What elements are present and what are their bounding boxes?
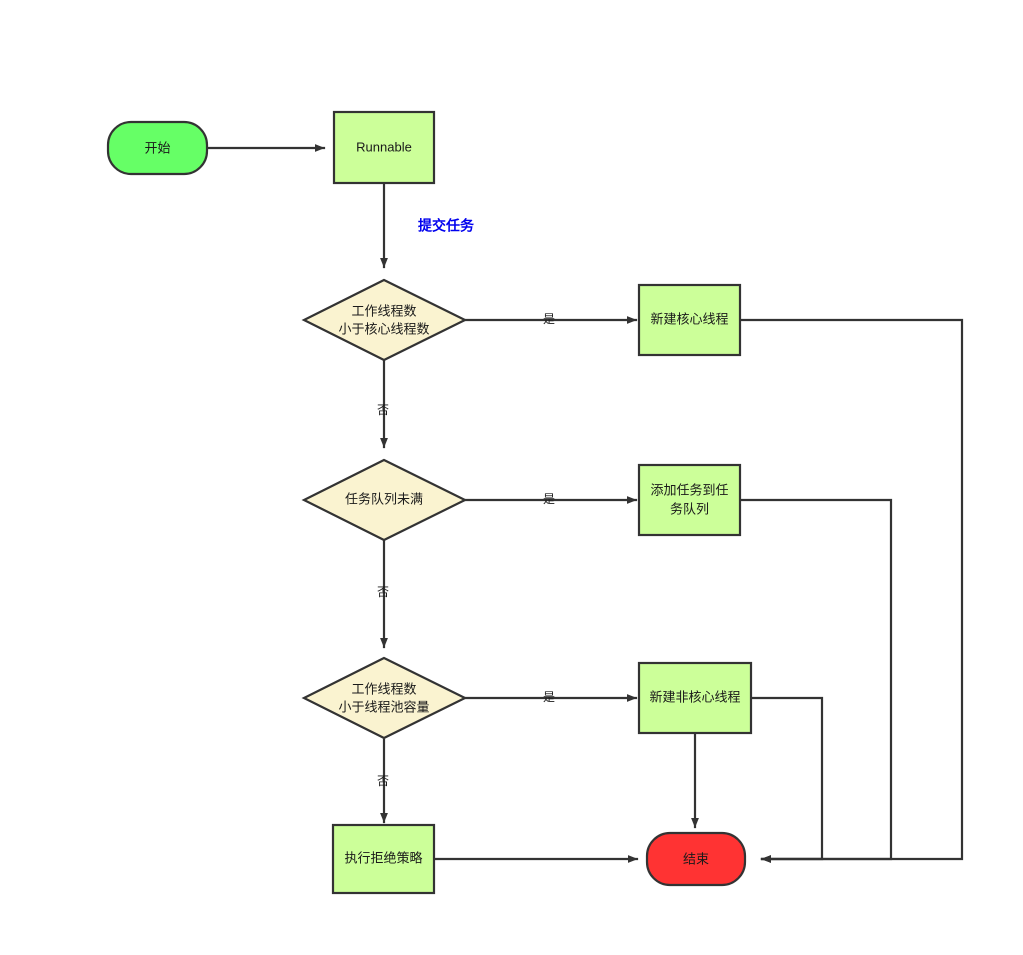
edge-core-to-end-loop <box>738 318 964 863</box>
node-end[interactable]: 结束 <box>645 831 747 887</box>
node-decision-core[interactable]: 工作线程数 小于核心线程数 <box>301 278 468 362</box>
edge-noncore-to-end-loop <box>749 696 824 863</box>
start-label: 开始 <box>144 140 170 155</box>
edge-queue-to-end-loop <box>738 498 893 863</box>
decision-pool-label-line2: 小于线程池容量 <box>338 699 429 714</box>
node-add-to-queue[interactable]: 添加任务到任 务队列 <box>637 463 742 537</box>
end-shape[interactable] <box>645 831 747 887</box>
runnable-label: Runnable <box>356 139 412 154</box>
add-to-queue-label-line1: 添加任务到任 <box>650 482 728 497</box>
edge-label-submit-task: 提交任务 <box>418 218 475 234</box>
decision-core-label-line1: 工作线程数 <box>351 303 416 318</box>
new-core-thread-shape[interactable] <box>637 283 742 357</box>
new-noncore-thread-label: 新建非核心线程 <box>649 689 740 704</box>
node-reject-policy[interactable]: 执行拒绝策略 <box>331 823 436 895</box>
reject-policy-shape[interactable] <box>331 823 436 895</box>
node-new-core-thread[interactable]: 新建核心线程 <box>637 283 742 357</box>
decision-pool-shape[interactable] <box>301 656 468 740</box>
edge-label-no-queue: 否 <box>377 585 389 599</box>
decision-queue-shape[interactable] <box>301 458 468 542</box>
edge-label-yes-core: 是 <box>543 312 555 326</box>
node-start[interactable]: 开始 <box>106 120 209 176</box>
node-decision-pool[interactable]: 工作线程数 小于线程池容量 <box>301 656 468 740</box>
new-core-thread-label: 新建核心线程 <box>650 311 728 326</box>
node-decision-queue[interactable]: 任务队列未满 <box>301 458 468 542</box>
decision-core-label-line2: 小于核心线程数 <box>338 321 429 336</box>
runnable-shape[interactable] <box>332 110 436 185</box>
decision-core-shape[interactable] <box>301 278 468 362</box>
node-runnable[interactable]: Runnable <box>332 110 436 185</box>
reject-policy-label: 执行拒绝策略 <box>344 850 422 865</box>
decision-pool-label-line1: 工作线程数 <box>351 681 416 696</box>
edge-label-yes-pool: 是 <box>543 690 555 704</box>
new-noncore-thread-shape[interactable] <box>637 661 753 735</box>
decision-queue-label-line1: 任务队列未满 <box>345 491 423 506</box>
add-to-queue-label-line2: 务队列 <box>670 501 709 516</box>
edge-label-no-core: 否 <box>377 403 389 417</box>
edge-label-yes-queue: 是 <box>543 492 555 506</box>
node-new-noncore-thread[interactable]: 新建非核心线程 <box>637 661 753 735</box>
add-to-queue-shape[interactable] <box>637 463 742 537</box>
edge-label-no-pool: 否 <box>377 774 389 788</box>
start-shape[interactable] <box>106 120 209 176</box>
end-label: 结束 <box>683 851 709 866</box>
